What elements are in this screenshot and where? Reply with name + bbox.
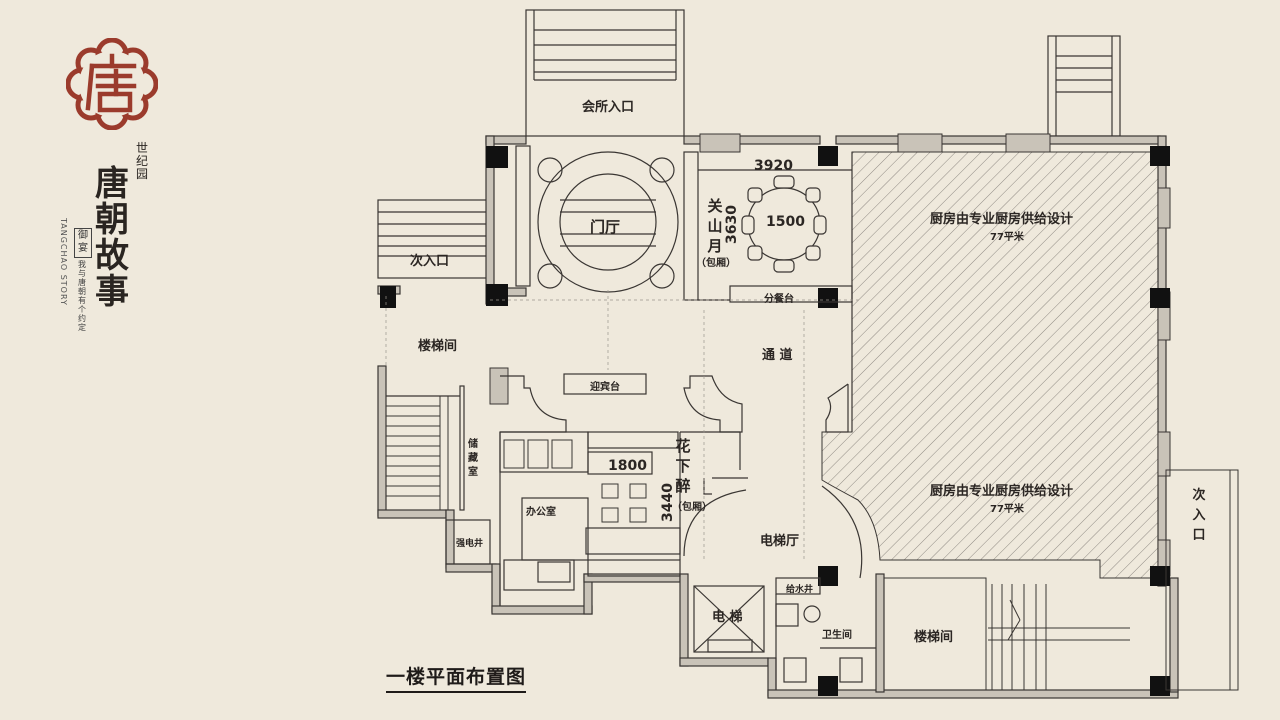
- structural-columns: [380, 146, 1170, 696]
- kitchen-lower-area: 77平米: [990, 504, 1024, 515]
- restroom-label: 卫生间: [822, 630, 852, 641]
- table-diameter-dimension: 1500: [766, 214, 805, 230]
- kitchen-upper-label: 厨房由专业厨房供给设计: [930, 212, 1074, 227]
- flower-room-tag-label: （包厢）: [672, 502, 712, 513]
- right-top-steps: [1047, 35, 1121, 137]
- secondary-entrance-left-label: 次入口: [410, 254, 450, 269]
- secondary-entrance-right-label: 次入口: [1192, 488, 1206, 543]
- brand-char: 故: [95, 236, 129, 276]
- drawing-title: 一楼平面布置图: [386, 662, 527, 693]
- brand-seal-icon: [66, 38, 158, 130]
- private-room-name-label: 关山月: [707, 197, 723, 255]
- private-room-tag-label: （包厢）: [696, 258, 736, 269]
- kitchen-lower-label: 厨房由专业厨房供给设计: [930, 484, 1074, 499]
- room-width-dimension: 3920: [754, 158, 793, 174]
- flower-depth-dimension: 3440: [660, 483, 676, 522]
- stairwell-left-label: 楼梯间: [418, 339, 458, 354]
- club-entrance-label: 会所入口: [582, 100, 635, 115]
- elevator-hall-label: 电梯厅: [760, 534, 800, 549]
- room-depth-dimension: 3630: [724, 205, 740, 244]
- stairwell-right-label: 楼梯间: [914, 630, 954, 645]
- right-entrance-steps: [1165, 469, 1239, 691]
- lobby-feature: [537, 151, 679, 293]
- kitchen-hatch-area: [821, 151, 1159, 579]
- power-shaft-label: 强电井: [456, 539, 484, 549]
- reception-area: [500, 373, 849, 433]
- office-label: 办公室: [526, 507, 556, 518]
- lobby-label: 门厅: [590, 218, 621, 236]
- brand-char: 唐: [95, 164, 129, 204]
- water-shaft-label: 给水井: [786, 585, 814, 595]
- left-entrance-steps: [377, 199, 489, 279]
- brand-motto: 我与唐朝有个约定: [78, 260, 86, 332]
- brand-char: 事: [95, 272, 129, 312]
- private-room-table: [741, 175, 827, 273]
- brand-logo: 世纪园 TANGCHAO STORY 唐 朝 故 事 御宴 我与唐朝有个约定: [59, 38, 162, 332]
- serving-station-label: 分餐台: [764, 294, 794, 305]
- reception-label: 迎宾台: [590, 382, 620, 393]
- corridor-label: 通 道: [762, 348, 793, 363]
- brand-stamp: 御宴: [74, 228, 92, 258]
- brand-char: 朝: [95, 200, 129, 240]
- storage-label: 储藏室: [468, 439, 478, 478]
- club-entrance-steps: [525, 9, 685, 137]
- flower-room-furniture: [503, 439, 647, 523]
- kitchen-upper-area: 77平米: [990, 232, 1024, 243]
- brand-sub-name: 世纪园: [136, 141, 149, 181]
- brand-name: 唐 朝 故 事: [90, 166, 134, 310]
- elevator-label: 电 梯: [712, 610, 743, 625]
- exterior-walls: [377, 135, 1179, 699]
- flower-width-dimension: 1800: [608, 458, 647, 474]
- flower-room-name-label: 花下醉: [675, 437, 691, 495]
- guide-lines: [385, 290, 860, 560]
- right-stair: [883, 577, 1130, 691]
- left-stair: [386, 396, 449, 510]
